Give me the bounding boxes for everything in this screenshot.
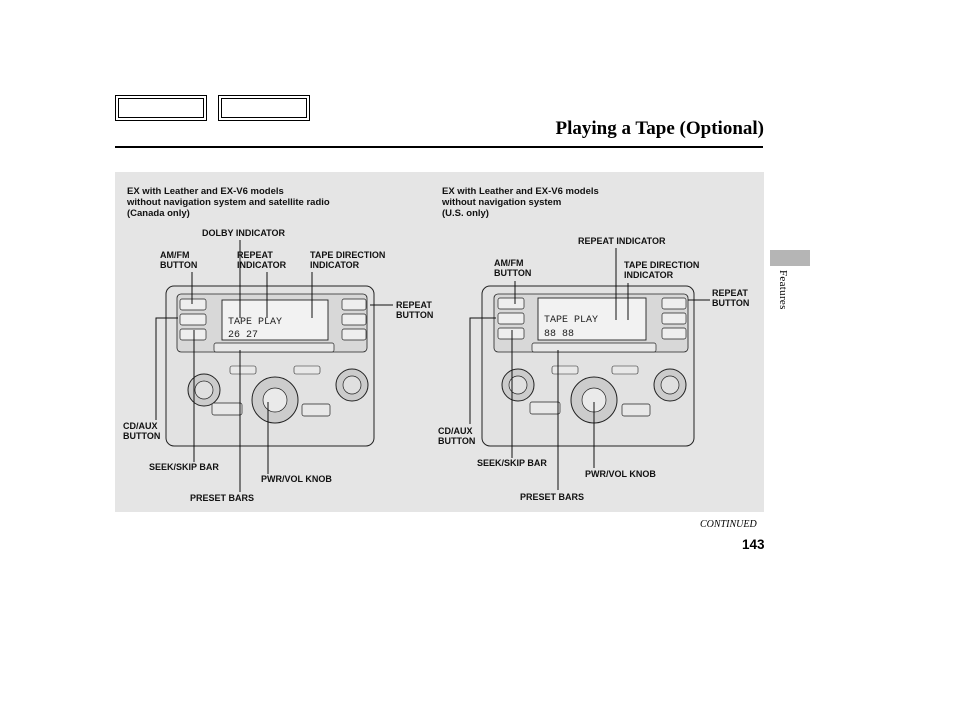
continued-note: CONTINUED	[700, 519, 757, 530]
right-label-am-fm-line-1: AM/FM	[494, 258, 524, 268]
figure-panel	[115, 172, 764, 512]
left-label-dolby-indicator: DOLBY INDICATOR	[202, 228, 286, 238]
right-caption-line-3: (U.S. only)	[442, 208, 489, 219]
right-caption-line-1: EX with Leather and EX-V6 models	[442, 186, 599, 197]
page-number: 143	[742, 537, 765, 552]
left-label-cd-aux-line-1: CD/AUX	[123, 421, 158, 431]
left-label-am-fm-line-2: BUTTON	[160, 260, 198, 270]
right-label-cd-aux-line-1: CD/AUX	[438, 426, 473, 436]
right-label-repeat-button-line-2: BUTTON	[712, 298, 750, 308]
left-label-tape-direction-line-2: INDICATOR	[310, 260, 360, 270]
left-label-repeat-indicator-line-1: REPEAT	[237, 250, 273, 260]
right-label-repeat-button-line-1: REPEAT	[712, 288, 748, 298]
right-label-repeat-indicator: REPEAT INDICATOR	[578, 236, 666, 246]
left-label-preset-bars: PRESET BARS	[190, 493, 255, 503]
left-caption-line-2: without navigation system and satellite …	[127, 197, 330, 208]
left-label-cd-aux-line-2: BUTTON	[123, 431, 161, 441]
right-caption-line-2: without navigation system	[442, 197, 562, 208]
left-caption-line-1: EX with Leather and EX-V6 models	[127, 186, 284, 197]
right-label-tape-direction-line-1: TAPE DIRECTION	[624, 260, 700, 270]
left-label-am-fm-line-1: AM/FM	[160, 250, 190, 260]
right-label-pwr-vol-knob: PWR/VOL KNOB	[585, 469, 656, 479]
left-label-repeat-indicator-line-2: INDICATOR	[237, 260, 287, 270]
header-tab-box-1	[115, 95, 207, 121]
title-rule	[115, 146, 763, 148]
section-tab-label: Features	[777, 270, 789, 310]
left-label-repeat-button-line-1: REPEAT	[396, 300, 432, 310]
right-label-seek-skip-bar: SEEK/SKIP BAR	[477, 458, 547, 468]
right-label-am-fm-line-2: BUTTON	[494, 268, 532, 278]
left-label-seek-skip-bar: SEEK/SKIP BAR	[149, 462, 219, 472]
right-label-tape-direction-line-2: INDICATOR	[624, 270, 674, 280]
section-tab-marker	[770, 250, 810, 266]
left-label-tape-direction-line-1: TAPE DIRECTION	[310, 250, 386, 260]
right-label-cd-aux-line-2: BUTTON	[438, 436, 476, 446]
left-label-repeat-button-line-2: BUTTON	[396, 310, 434, 320]
left-label-pwr-vol-knob: PWR/VOL KNOB	[261, 474, 332, 484]
header-tab-box-2	[218, 95, 310, 121]
right-label-preset-bars: PRESET BARS	[520, 492, 585, 502]
left-caption-line-3: (Canada only)	[127, 208, 190, 219]
page-title: Playing a Tape (Optional)	[555, 118, 764, 139]
